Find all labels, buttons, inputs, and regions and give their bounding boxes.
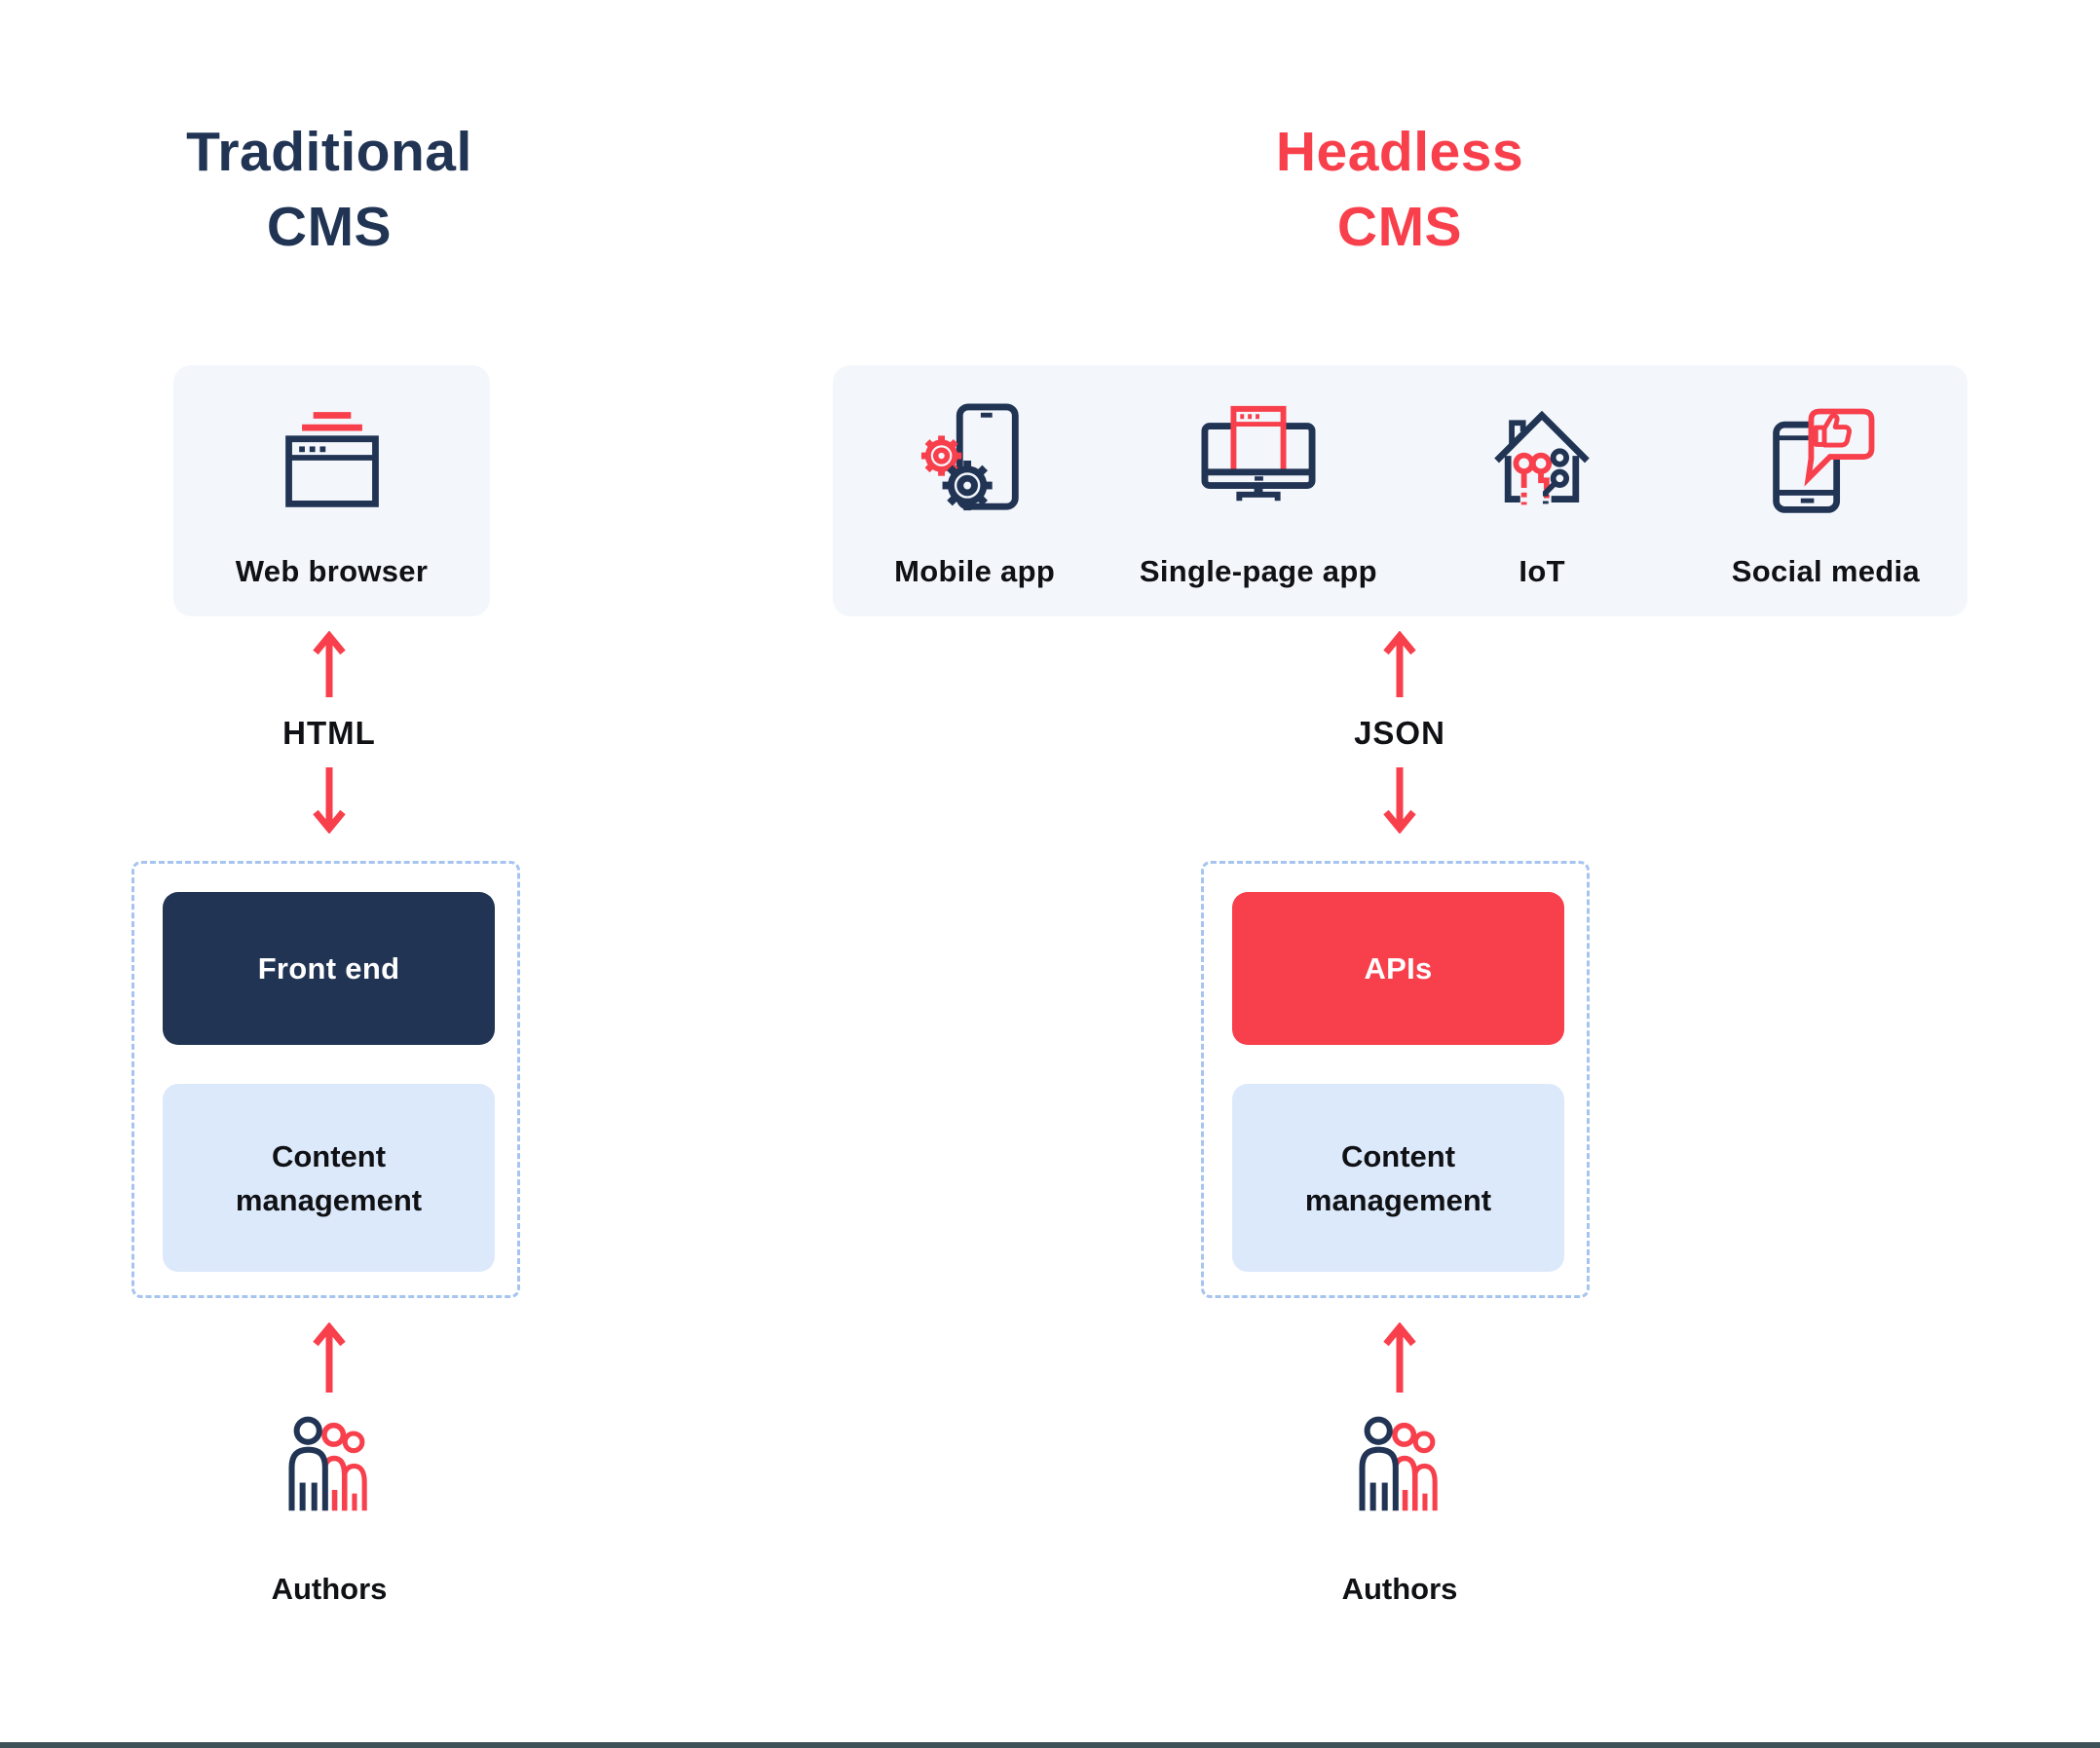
arrow-down-icon [1380,765,1419,834]
headless-backend-container: APIs Content management [1201,861,1590,1298]
html-exchange: HTML [232,631,427,834]
channel-social-media: Social media [1684,365,1968,616]
authors-icon [1350,1414,1449,1515]
traditional-cms-title: Traditional CMS [186,121,472,258]
channel-label: Social media [1731,554,1920,588]
headless-cms-title: Headless CMS [1275,121,1524,258]
traditional-backend-container: Front end Content management [131,861,520,1298]
channel-label: IoT [1519,554,1565,588]
content-management-label: Content management [235,1138,423,1217]
headless-channels-card: Mobile app Single-page app [833,365,1968,616]
mobile-app-icon [918,398,1032,519]
json-exchange: JSON [1302,631,1497,834]
arrow-down-icon [310,765,349,834]
authors-label: Authors [271,1572,388,1606]
channel-single-page-app: Single-page app [1116,365,1400,616]
channel-label: Web browser [235,554,429,588]
content-management-label: Content management [1304,1138,1492,1217]
arrow-up-icon [1380,1322,1419,1395]
channel-mobile-app: Mobile app [833,365,1116,616]
arrow-up-icon [310,1322,349,1395]
iot-icon [1485,398,1598,519]
footer-bar [0,1742,2100,1748]
content-management-box: Content management [1232,1084,1564,1272]
arrow-up-icon [310,631,349,699]
social-media-icon [1763,398,1888,519]
arrow-up-icon [1380,631,1419,699]
channel-web-browser: Web browser [173,365,490,616]
single-page-app-icon [1195,398,1322,519]
channel-iot: IoT [1401,365,1684,616]
content-management-box: Content management [163,1084,495,1272]
exchange-label: HTML [282,715,376,751]
channel-label: Mobile app [894,554,1056,588]
web-browser-icon [276,398,389,519]
authors-label: Authors [1341,1572,1458,1606]
authors-icon [280,1414,379,1515]
apis-box: APIs [1232,892,1564,1045]
front-end-box: Front end [163,892,495,1045]
exchange-label: JSON [1354,715,1445,751]
channel-label: Single-page app [1139,554,1377,588]
traditional-channels-card: Web browser [173,365,490,616]
